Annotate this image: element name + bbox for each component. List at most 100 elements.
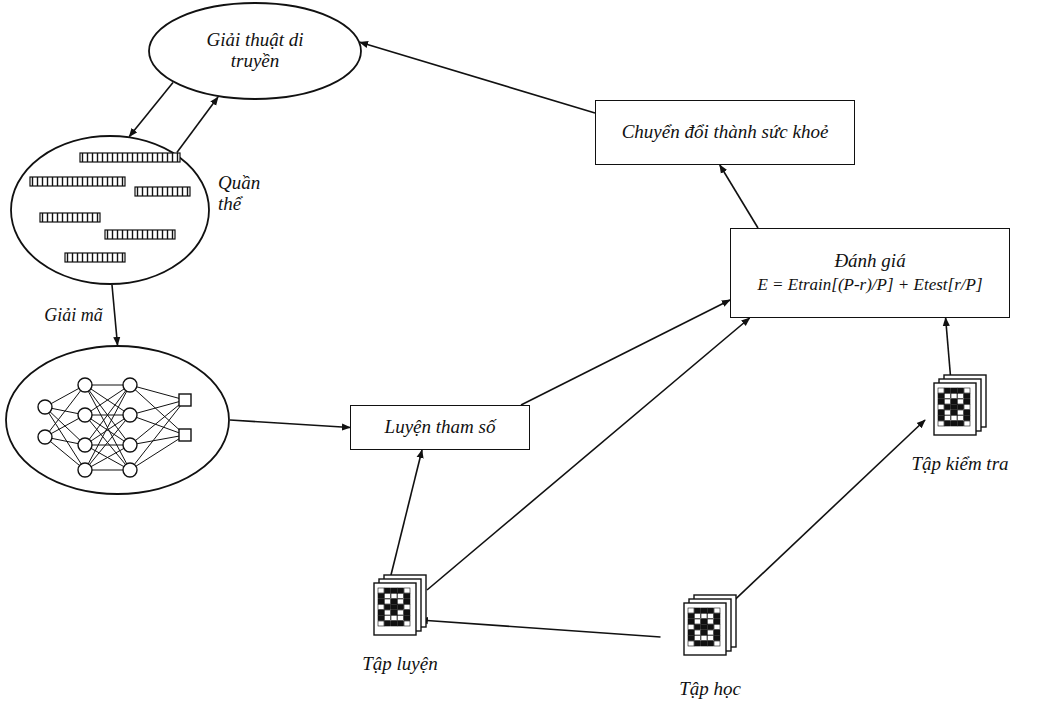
network-link [130,415,185,435]
image-pixel [964,394,970,399]
image-pixel [391,594,397,599]
image-pixel [398,621,404,626]
arrow-connector [129,82,173,136]
network-link [85,415,130,445]
chromosome-bar [65,253,125,262]
network-output [179,394,191,406]
image-pixel [701,608,707,613]
image-set: Tập học [655,595,765,700]
image-pixel [708,630,714,635]
image-pixel [945,421,951,426]
arrow-connector [391,450,422,575]
image-pixel [701,619,707,624]
network-link [130,400,185,445]
image-pixel [945,410,951,415]
chromosome-bar [105,230,175,239]
image-pixel [404,594,410,599]
chromosome-bar [30,177,125,186]
image-pixel [938,394,944,399]
image-pixel [714,625,720,630]
image-pixel [378,610,384,615]
network-neuron [78,463,92,477]
algorithm-ellipse: Giải thuật di truyền [148,2,362,100]
network-link [85,385,130,470]
image-pixel [964,421,970,426]
image-pixel [958,405,964,410]
image-pixel [964,410,970,415]
image-pixel [951,405,957,410]
arrow-connector [521,300,730,405]
node-text: E = Etrain[(P-r)/P] + Etest[r/P] [757,276,982,295]
network-output [179,429,191,441]
image-stack [655,595,765,659]
image-pixel [385,605,391,610]
image-pixel [945,399,951,404]
image-pixel [385,599,391,604]
node-text: Giải thuật di truyền [180,30,330,72]
node-text: Luyện tham số [385,417,496,438]
edge-label: Giải mã [42,305,105,326]
image-pixel [701,625,707,630]
image-pixel [964,405,970,410]
image-pixel [391,599,397,604]
arrow-connector [720,165,758,228]
node-text: Tập luyện [362,654,437,675]
image-pixel [701,641,707,646]
ellipse-outline [11,136,209,284]
chromosome-bar [40,213,100,222]
network-link [85,385,130,415]
image-pixel [398,599,404,604]
image-pixel [964,399,970,404]
image-pixel [708,619,714,624]
image-pixel [938,405,944,410]
image-pixel [688,619,694,624]
network-link [85,385,130,415]
image-pixel [695,608,701,613]
image-pixel [708,636,714,641]
image-pixel [385,594,391,599]
arrow-connector [427,318,750,590]
image-pixel [378,599,384,604]
network-neuron [78,438,92,452]
ellipse-outline [6,346,229,494]
network-neuron [123,463,137,477]
image-pixel [958,394,964,399]
image-pixel [378,616,384,621]
image-pixel [688,636,694,641]
network-link [85,385,130,470]
network-neuron [38,430,52,444]
evaluation-box: Đánh giáE = Etrain[(P-r)/P] + Etest[r/P] [730,228,1010,318]
image-pixel [404,616,410,621]
image-pixel [701,636,707,641]
image-pixel [958,388,964,393]
network-link [130,435,185,470]
image-pixel [391,610,397,615]
network-neuron [123,438,137,452]
image-pixel [701,614,707,619]
network-ellipse [5,345,230,495]
image-page [374,583,416,635]
image-pixel [938,388,944,393]
image-pixel [938,421,944,426]
image-pixel [951,394,957,399]
image-pixel [964,416,970,421]
image-pixel [951,410,957,415]
image-pixel [945,405,951,410]
image-pixel [938,416,944,421]
image-pixel [385,616,391,621]
node-text: Tập học [679,679,741,700]
arrow-connector [734,420,925,600]
arrow-connector [946,318,951,375]
image-pixel [404,610,410,615]
image-pixel [701,630,707,635]
arrow-connector [360,42,595,113]
image-pixel [385,610,391,615]
node-text: Quần thể [218,173,273,215]
image-pixel [945,394,951,399]
image-pixel [938,410,944,415]
image-pixel [958,410,964,415]
network-link [130,400,185,415]
arrow-connector [230,420,350,428]
image-pixel [938,399,944,404]
image-pixel [958,399,964,404]
